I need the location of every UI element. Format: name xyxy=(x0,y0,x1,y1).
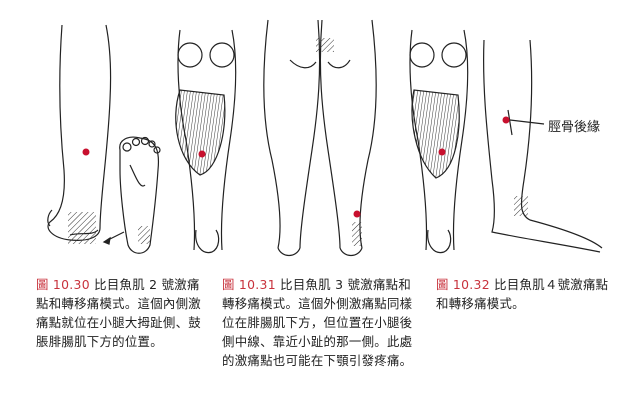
figure-number: 圖 10.31 xyxy=(222,277,276,292)
figure-10-30-muscle-drawing xyxy=(175,29,237,254)
trigger-point-1030 xyxy=(82,148,90,156)
figure-number: 圖 10.32 xyxy=(436,277,490,292)
figure-10-31-muscle-drawing xyxy=(409,29,469,254)
trigger-point-1031-muscle xyxy=(438,148,446,156)
figure-10-32-drawing xyxy=(483,39,603,253)
caption-figure-10-31: 圖 10.31 比目魚肌 3 號激痛點和轉移痛模式。這個外側激痛點同樣位在腓腸肌… xyxy=(222,275,417,370)
tibia-border-label: 脛骨後緣 xyxy=(548,120,601,135)
referred-pain-zone-1030 xyxy=(68,212,96,244)
figure-number: 圖 10.30 xyxy=(36,277,90,292)
caption-text: 比目魚肌 3 號激痛點和轉移痛模式。這個外側激痛點同樣位在腓腸肌下方，但位置在小… xyxy=(222,277,413,368)
caption-text: 比目魚肌４號激痛點和轉移痛模式。 xyxy=(436,277,609,311)
figure-10-30-drawing xyxy=(47,24,161,254)
trigger-point-1032 xyxy=(502,116,510,124)
illustration-panel xyxy=(47,19,603,257)
trigger-point-1030-muscle xyxy=(198,150,206,158)
caption-figure-10-32: 圖 10.32 比目魚肌４號激痛點和轉移痛模式。 xyxy=(436,275,614,313)
figure-10-31-drawing xyxy=(263,19,377,257)
trigger-point-1031 xyxy=(353,210,361,218)
caption-text: 比目魚肌 2 號激痛點和轉移痛模式。這個內側激痛點就位在小腿大拇趾側、鼓脹腓腸肌… xyxy=(36,277,201,349)
caption-figure-10-30: 圖 10.30 比目魚肌 2 號激痛點和轉移痛模式。這個內側激痛點就位在小腿大拇… xyxy=(36,275,206,351)
